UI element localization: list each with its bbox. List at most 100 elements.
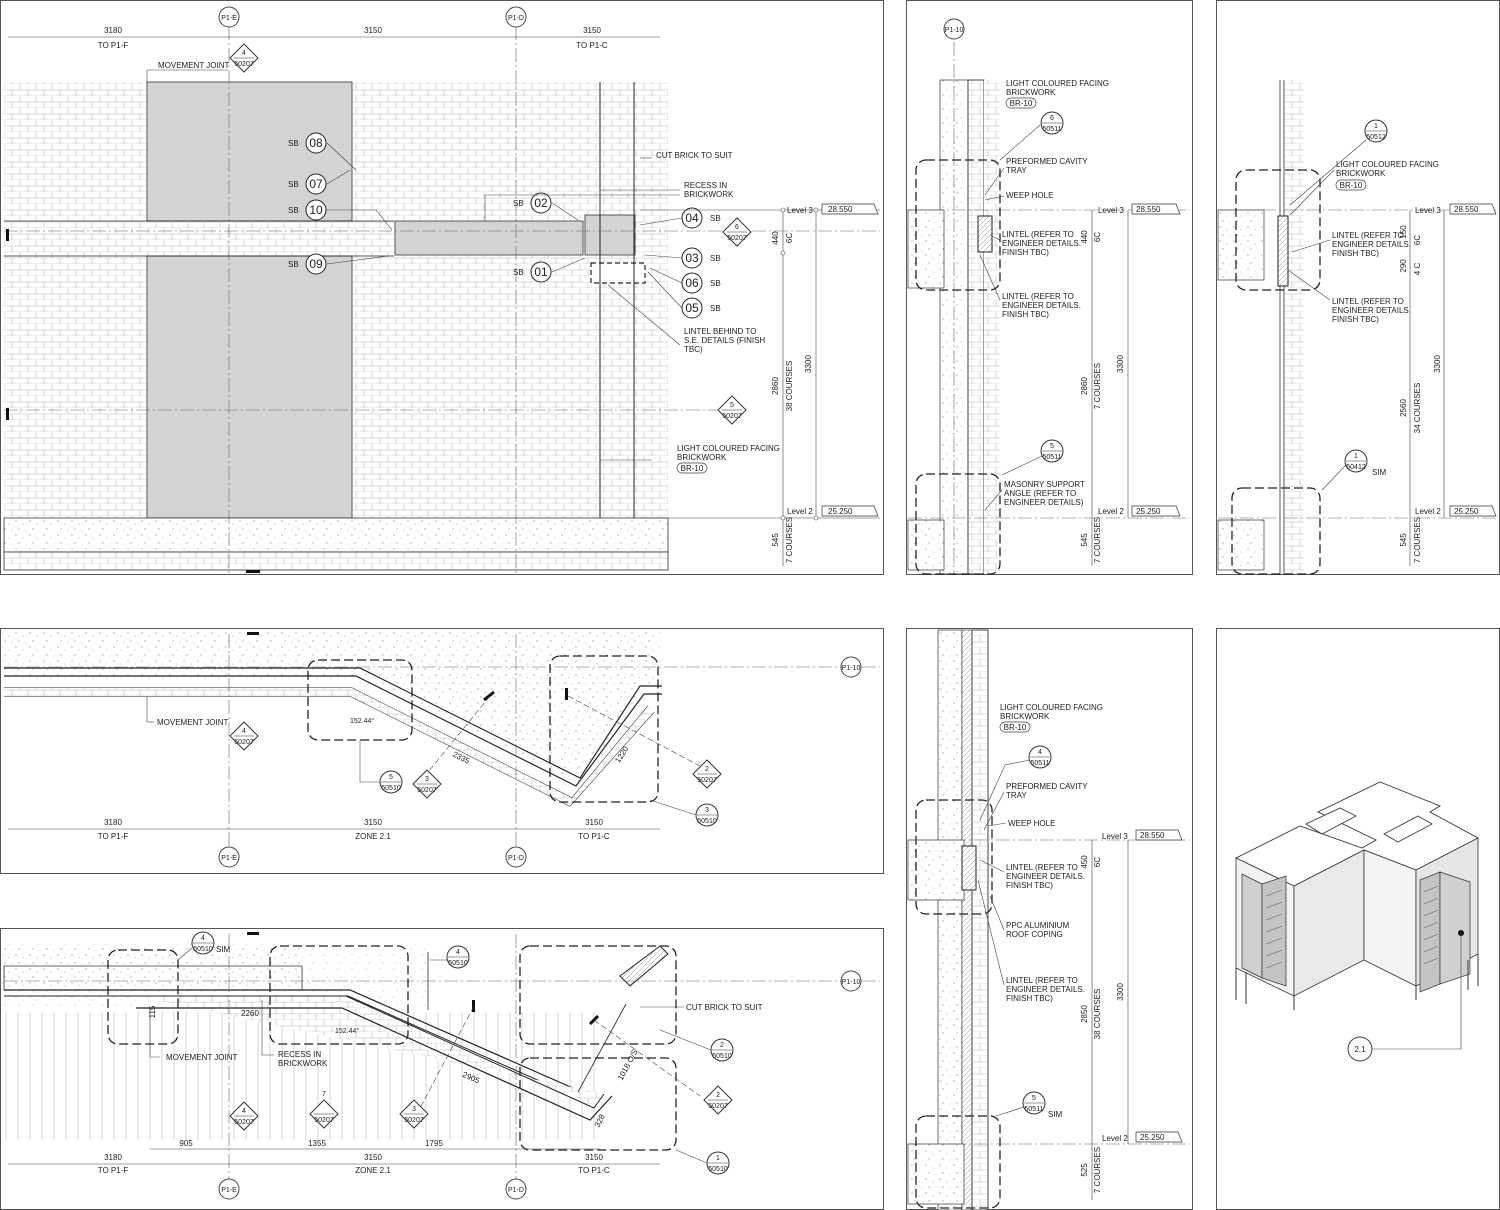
- svg-text:50512: 50512: [1366, 134, 1386, 141]
- material-tag: BR-10: [1340, 181, 1363, 190]
- sb-tag[interactable]: 04 SB: [681, 207, 721, 229]
- dim-text: 3150: [585, 818, 603, 827]
- sb-tag[interactable]: SB 07: [288, 173, 327, 195]
- callout-diamond[interactable]: 2 50207: [692, 759, 722, 789]
- callout-bubble[interactable]: 5 50510: [379, 770, 403, 794]
- dim-courses: 6C: [785, 233, 794, 243]
- svg-text:09: 09: [309, 257, 323, 271]
- sb-tag[interactable]: SB 10: [288, 199, 327, 221]
- callout-diamond[interactable]: 4 50207: [229, 43, 259, 73]
- svg-text:50510: 50510: [697, 818, 717, 825]
- callout-diamond[interactable]: 7 50207: [309, 1091, 339, 1129]
- level-name: Level 2: [1102, 1134, 1128, 1143]
- note-lintel: TBC): [684, 345, 703, 354]
- grid-label-p1d: P1-D: [508, 15, 524, 22]
- svg-text:50207: 50207: [234, 61, 254, 68]
- callout-bubble[interactable]: 3 50510: [695, 803, 719, 827]
- zone-bubble[interactable]: [1347, 1036, 1373, 1062]
- note-recess: RECESS IN: [278, 1050, 321, 1059]
- svg-text:5: 5: [1050, 443, 1054, 450]
- callout-diamond[interactable]: 2 50207: [703, 1085, 733, 1115]
- sb-tag[interactable]: SB 09: [288, 253, 327, 275]
- callout-diamond[interactable]: 3 50207: [399, 1099, 429, 1129]
- dim-text: 545: [771, 533, 780, 547]
- svg-text:3: 3: [412, 1106, 416, 1113]
- callout-bubble[interactable]: 4 50510: [191, 931, 215, 955]
- svg-text:50511: 50511: [1031, 760, 1050, 767]
- dim-courses: 7 COURSES: [1093, 1147, 1102, 1193]
- dim-text: 905: [179, 1139, 193, 1148]
- note-facing: LIGHT COLOURED FACING: [677, 444, 780, 453]
- dim-text: 1355: [308, 1139, 326, 1148]
- level-value: 25.250: [1140, 1133, 1165, 1142]
- note-lintel: FINISH TBC): [1006, 994, 1053, 1003]
- elevation-drawing: [3, 26, 880, 574]
- callout-bubble[interactable]: 1 50412: [1344, 449, 1368, 473]
- svg-text:SB: SB: [513, 268, 524, 277]
- callout-bubble[interactable]: 6 50511: [1040, 111, 1064, 135]
- level-name: Level 2: [1098, 507, 1124, 516]
- svg-text:SB: SB: [710, 214, 721, 223]
- callout-bubble[interactable]: 4 50510: [446, 945, 470, 969]
- callout-bubble[interactable]: 4 50511: [1028, 745, 1052, 769]
- dim-text: 545: [1399, 533, 1408, 547]
- note-tray: PREFORMED CAVITY: [1006, 782, 1088, 791]
- note-movement-joint: MOVEMENT JOINT: [158, 61, 230, 70]
- callout-bubble[interactable]: 2 50510: [710, 1038, 734, 1062]
- note-lintel: FINISH TBC): [1332, 315, 1379, 324]
- svg-text:SB: SB: [710, 279, 721, 288]
- sb-tag[interactable]: SB 02: [513, 192, 552, 214]
- callout-diamond[interactable]: 3 50207: [412, 769, 442, 799]
- dim-text: 3300: [804, 355, 813, 373]
- svg-text:SB: SB: [288, 260, 299, 269]
- dim-courses: 6C: [1093, 232, 1102, 242]
- svg-text:2: 2: [705, 766, 709, 773]
- svg-text:50207: 50207: [404, 1117, 424, 1124]
- grid-label-p1-10: P1-10: [842, 665, 861, 672]
- dim-text: 2260: [241, 1009, 259, 1018]
- svg-text:4: 4: [242, 50, 246, 57]
- level-value: 28.550: [828, 205, 853, 214]
- sb-tag[interactable]: SB 08: [288, 132, 327, 154]
- dim-text: 2860: [1080, 377, 1089, 395]
- note-lintel: LINTEL (REFER TO: [1332, 297, 1404, 306]
- sb-tag[interactable]: SB 01: [513, 261, 552, 283]
- callout-diamond[interactable]: 5 50207: [717, 395, 747, 425]
- sim-label: SIM: [1048, 1110, 1063, 1119]
- section-b-panel: [1216, 0, 1500, 575]
- sb-tag[interactable]: 06 SB: [681, 272, 721, 294]
- svg-text:6: 6: [1050, 115, 1054, 122]
- note-lintel: LINTEL (REFER TO: [1006, 863, 1078, 872]
- callout-diamond[interactable]: 4 50207: [229, 721, 259, 751]
- dim-text: 3180: [104, 26, 122, 35]
- dim-courses: 7 COURSES: [1413, 517, 1422, 563]
- callout-bubble[interactable]: 5 50511: [1040, 439, 1064, 463]
- note-facing: BRICKWORK: [1006, 88, 1056, 97]
- sb-tag[interactable]: 03 SB: [681, 247, 721, 269]
- note-angle: ANGLE (REFER TO: [1004, 489, 1076, 498]
- callout-bubble[interactable]: 5 50511: [1022, 1091, 1046, 1115]
- grid-bubble-p1e: [218, 6, 240, 28]
- svg-text:4: 4: [242, 1108, 246, 1115]
- dim-label: ZONE 2.1: [355, 1166, 391, 1175]
- note-tray: TRAY: [1006, 791, 1027, 800]
- svg-text:SB: SB: [710, 254, 721, 263]
- callout-diamond[interactable]: 6 50207: [722, 217, 752, 247]
- note-lintel: ENGINEER DETAILS.: [1002, 301, 1081, 310]
- dim-text: 3300: [1433, 355, 1442, 373]
- svg-text:4: 4: [242, 728, 246, 735]
- callout-diamond[interactable]: 4 50207: [229, 1101, 259, 1131]
- dim-text: 440: [1080, 230, 1089, 244]
- sb-tag[interactable]: 05 SB: [681, 297, 721, 319]
- svg-text:04: 04: [685, 211, 699, 225]
- callout-bubble[interactable]: 1 50512: [1364, 119, 1388, 143]
- note-lintel: FINISH TBC): [1332, 249, 1379, 258]
- axonometric-view: [1234, 781, 1479, 1050]
- recess-band: [394, 220, 584, 256]
- note-lintel: LINTEL BEHIND TO: [684, 327, 756, 336]
- svg-text:50207: 50207: [417, 787, 437, 794]
- callout-bubble[interactable]: 1 50510: [706, 1151, 730, 1175]
- level-value: 28.550: [1140, 831, 1165, 840]
- dim-label: TO P1-C: [576, 41, 608, 50]
- note-angle: ENGINEER DETAILS): [1004, 498, 1084, 507]
